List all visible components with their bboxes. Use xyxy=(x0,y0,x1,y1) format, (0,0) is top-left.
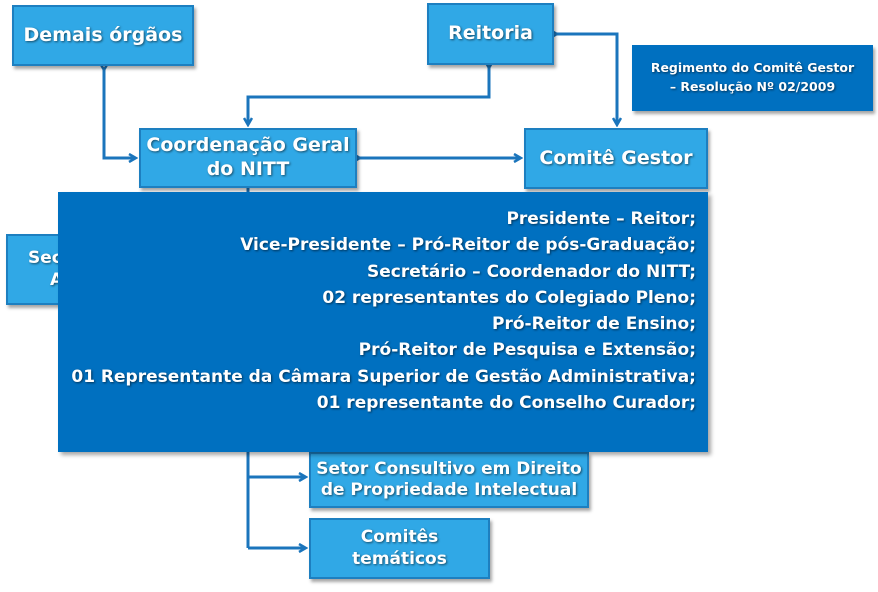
node-label: Comitê Gestor xyxy=(539,146,693,169)
note-regimento: Regimento do Comitê Gestor – Resolução N… xyxy=(632,45,873,111)
node-label: Demais órgãos xyxy=(23,23,183,46)
member-item: Presidente – Reitor; xyxy=(506,209,696,229)
node-comites-tematicos: Comitês temáticos xyxy=(309,518,490,579)
member-item: Pró-Reitor de Ensino; xyxy=(492,314,696,335)
node-setor-consultivo: Setor Consultivo em Direito de Proprieda… xyxy=(309,452,589,508)
node-demais-orgaos: Demais órgãos xyxy=(12,5,194,66)
member-item: 01 Representante da Câmara Superior de G… xyxy=(71,366,696,387)
member-item: Vice-Presidente – Pró-Reitor de pós-Grad… xyxy=(240,235,696,256)
node-label: Comitês xyxy=(360,527,439,548)
node-label: Reitoria xyxy=(448,22,533,45)
member-item: 01 representante do Conselho Curador; xyxy=(316,393,696,414)
node-label: Sec xyxy=(28,248,62,269)
node-label: do NITT xyxy=(206,158,290,180)
member-item: Pró-Reitor de Pesquisa e Extensão; xyxy=(358,340,696,361)
member-item: 02 representantes do Colegiado Pleno; xyxy=(322,287,696,308)
note-line: Regimento do Comitê Gestor xyxy=(650,60,855,76)
node-coordenacao-geral: Coordenação Geral do NITT xyxy=(139,128,357,188)
node-comite-gestor: Comitê Gestor xyxy=(524,128,708,189)
member-item: Secretário – Coordenador do NITT; xyxy=(366,261,696,282)
comite-gestor-members-panel: Presidente – Reitor; Vice-Presidente – P… xyxy=(58,192,708,452)
node-label: Setor Consultivo em Direito xyxy=(316,458,582,479)
node-reitoria: Reitoria xyxy=(427,3,554,65)
node-label: de Propriedade Intelectual xyxy=(320,480,578,500)
note-line: – Resolução Nº 02/2009 xyxy=(669,79,836,94)
node-label: Coordenação Geral xyxy=(146,134,350,157)
node-label: temáticos xyxy=(352,548,447,569)
